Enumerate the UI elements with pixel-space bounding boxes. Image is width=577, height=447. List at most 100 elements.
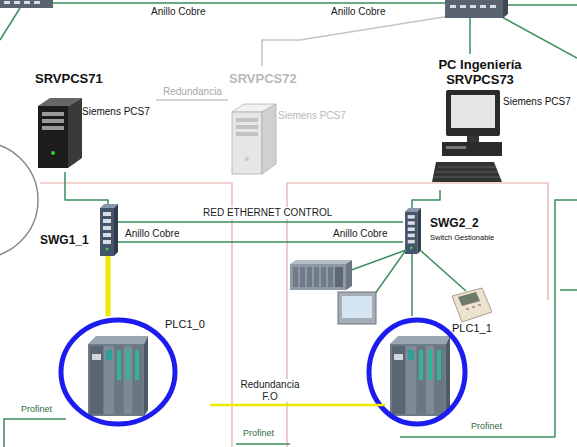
handheld-device [472,306,475,308]
top-switch [14,1,20,4]
link-label: RED ETHERNET CONTROL [202,207,333,219]
server-icon [236,132,258,136]
io-rack [300,267,305,287]
highlight-circle [369,320,465,424]
device-wire [346,250,406,272]
top-switch [490,5,496,8]
server-icon [68,98,82,168]
handheld-device [452,288,492,322]
bus-label: Profinet [470,421,503,431]
top-switch [480,5,486,8]
link-label: Redundancia F.O [235,379,305,402]
server-icon [236,125,258,129]
io-rack [346,260,352,290]
top-switch [34,1,40,4]
area-outline [0,142,38,258]
top-switch [470,5,476,8]
zone-outline [40,183,548,447]
network-link [412,190,440,208]
network-link [106,256,111,316]
operator-panel [338,292,376,324]
network-link [65,172,108,204]
io-rack [335,267,343,287]
network-link [118,241,403,243]
handheld-device [458,292,480,306]
ring-label: Anillo Cobre [330,6,386,18]
plc-icon [88,336,148,416]
top-ring-wire [262,16,450,66]
workstation-icon [467,136,479,142]
switch-name: SWG1_1 [40,234,89,248]
server-icon [245,157,249,161]
top-switch [445,0,508,18]
io-rack [290,260,352,264]
server-icon [232,104,276,174]
workstation-icon [446,146,466,149]
profinet-wire [400,436,555,438]
server-icon [38,98,82,168]
highlight-circle [61,320,175,424]
workstation-name: PC Ingeniería SRVPCS73 [428,58,532,88]
server-icon [262,104,276,174]
server-icon [38,106,68,168]
switch-type: Switch Gestionable [430,234,494,243]
device-wire [372,250,406,298]
switch-name: SWG2_2 [430,217,479,231]
ring-label: Anillo Cobre [332,228,388,240]
workstation-icon [432,162,502,182]
ring-label: Anillo Cobre [150,6,206,18]
server-name: SRVPCS71 [35,72,103,87]
device-node: PLC1_0 [85,316,210,418]
device-wire [420,250,466,291]
plc-name: PLC1_1 [452,322,492,335]
link-label: Anillo Cobre [124,228,180,240]
plc-icon [390,336,450,416]
io-rack [307,267,312,287]
top-switch [460,5,466,8]
top-switch [4,1,10,4]
io-rack [314,267,319,287]
server-icon [42,112,64,116]
network-link [156,99,228,101]
io-rack [290,260,352,290]
top-ring-wire [0,8,20,40]
workstation-icon [442,142,502,156]
workstation-icon [434,167,500,177]
device-node: SWG1_1 [38,204,118,256]
device-node: PLC1_1 [385,316,494,418]
top-ring-wire [500,16,577,58]
bus-label: Profinet [242,428,275,438]
bus-label: Profinet [20,404,53,414]
handheld-device [478,304,481,306]
workstation-icon [432,90,502,182]
profinet-wire [560,289,577,291]
top-ring-wire [469,18,471,54]
device-node: PC Ingeniería SRVPCS73Siemens PCS7 [428,58,574,190]
io-rack [328,267,333,287]
device-node: SWG2_2Switch Gestionable [403,208,498,254]
profinet-wire [4,200,577,447]
network-link [411,254,413,316]
top-switch [450,5,456,8]
device-wire [346,250,466,298]
top-switch [503,0,508,18]
operator-panel [338,292,376,324]
io-rack [290,264,346,290]
software-label: Siemens PCS7 [278,110,346,122]
server-name: SRVPCS72 [229,72,297,87]
plc-name: PLC1_0 [165,318,205,331]
device-node: SRVPCS71Siemens PCS7 [34,72,156,172]
profinet-wire [236,443,290,445]
io-rack [293,267,298,287]
handheld-device [452,288,492,322]
software-label: Siemens PCS7 [82,106,150,118]
server-icon [51,151,55,155]
software-label: Siemens PCS7 [503,96,571,108]
device-node: SRVPCS72Siemens PCS7 [228,72,350,178]
top-switch [24,1,30,4]
top-ring-wire [53,2,445,4]
profinet-wire [4,419,66,447]
top-switch [445,0,503,18]
server-icon [232,112,262,174]
switch-icon [405,208,421,254]
